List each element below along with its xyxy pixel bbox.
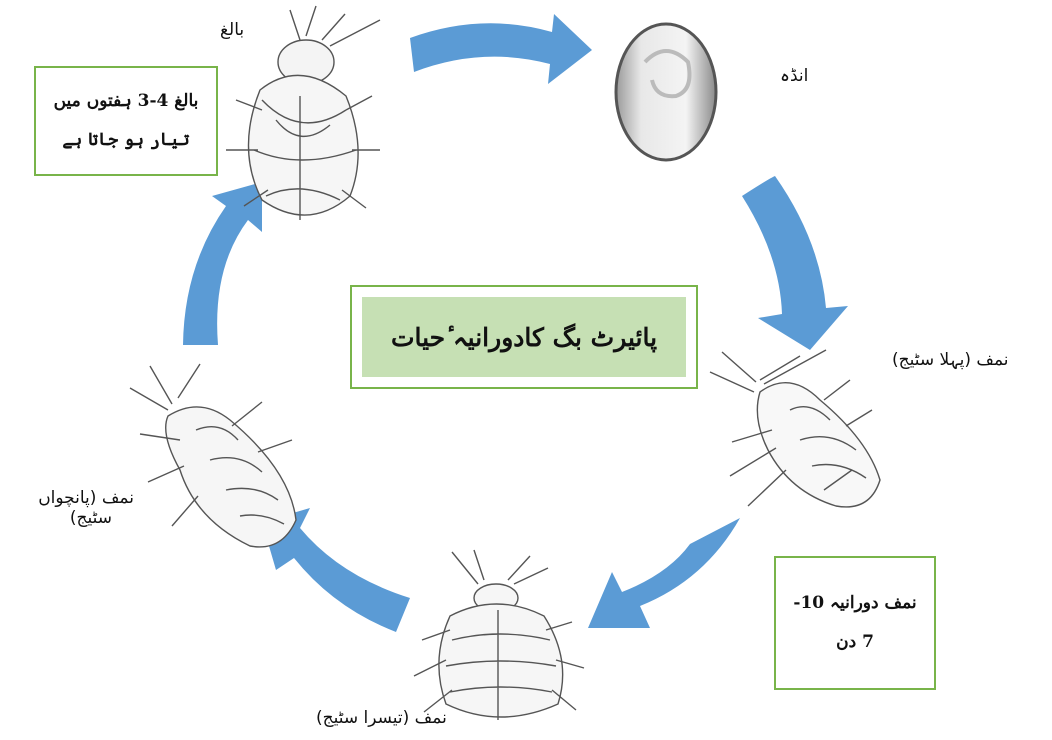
arrow-adult-to-egg [410, 14, 592, 84]
arrow-nymph5-to-adult [183, 182, 262, 345]
stage-label-nymph3: نمف (تیسرا سٹیج) [316, 708, 447, 728]
nymph-note-line2: 7 دن [836, 623, 874, 662]
title-box: پائیرٹ بگ کادورانیہ ٔحیات [350, 285, 698, 389]
stage-label-nymph5-line1: نمف (پانچواں [14, 488, 134, 508]
stage-label-nymph5: نمف (پانچواں سٹیج) [14, 488, 134, 529]
nymph5-illustration [130, 364, 296, 547]
diagram-title: پائیرٹ بگ کادورانیہ ٔحیات [362, 297, 686, 377]
adult-note-line1: بالغ 4-3 ہفتوں میں [54, 82, 199, 121]
arrow-nymph1-to-nymph3 [588, 518, 740, 628]
nymph-duration-note: نمف دورانیہ 10- 7 دن [774, 556, 936, 690]
adult-duration-note: بالغ 4-3 ہفتوں میں تیار ہو جاتا ہے [34, 66, 218, 176]
egg-illustration [616, 24, 716, 160]
adult-note-line2: تیار ہو جاتا ہے [62, 121, 189, 160]
nymph1-illustration [710, 350, 880, 507]
nymph3-illustration [414, 550, 584, 720]
nymph-note-line1: نمف دورانیہ 10- [793, 584, 916, 623]
stage-label-nymph1: نمف (پہلا سٹیج) [892, 350, 1009, 370]
stage-label-egg: انڈہ [780, 66, 808, 86]
stage-label-adult: بالغ [220, 20, 244, 40]
stage-label-nymph5-line2: سٹیج) [14, 508, 134, 528]
arrow-egg-to-nymph1 [742, 176, 848, 350]
